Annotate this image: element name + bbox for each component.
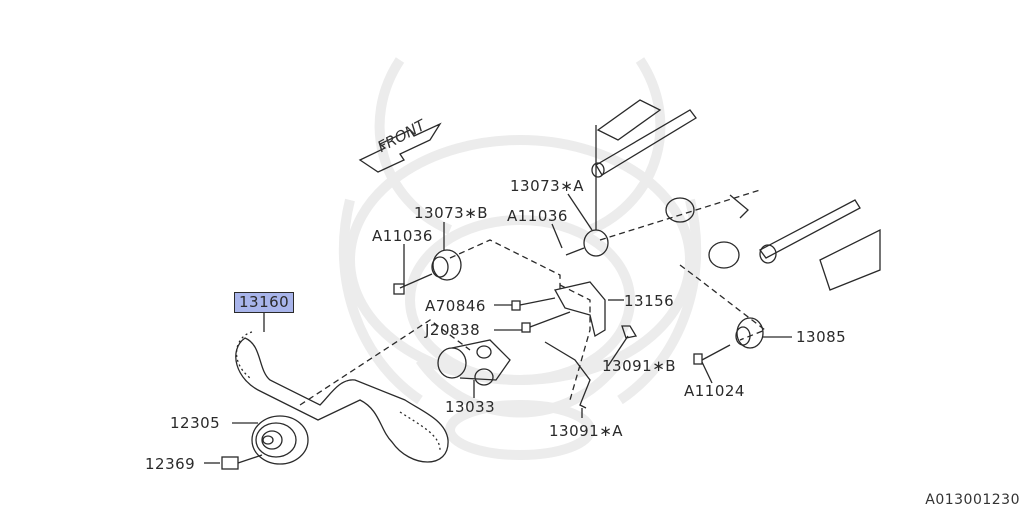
idler-pulley-13085 bbox=[693, 317, 764, 365]
part-label-13085[interactable]: 13085 bbox=[796, 328, 847, 346]
crank-bolt bbox=[221, 454, 263, 470]
part-label-13091-a[interactable]: 13091∗A bbox=[549, 422, 624, 440]
timing-belt bbox=[235, 331, 449, 463]
tensioner bbox=[437, 339, 511, 386]
tensioner-bracket bbox=[511, 281, 606, 338]
part-label-a70846[interactable]: A70846 bbox=[425, 297, 486, 315]
part-label-a11036-left[interactable]: A11036 bbox=[372, 227, 433, 245]
assembly-outlines bbox=[299, 189, 767, 406]
cam-sprockets bbox=[665, 194, 749, 269]
belt-cover-bracket-a bbox=[544, 341, 591, 409]
right-camshaft bbox=[759, 199, 881, 291]
part-label-a11024[interactable]: A11024 bbox=[684, 382, 745, 400]
leader-lines bbox=[204, 193, 792, 464]
belt-cover-clip-b bbox=[621, 325, 638, 339]
part-label-j20838[interactable]: J20838 bbox=[425, 321, 481, 339]
part-label-13156[interactable]: 13156 bbox=[624, 292, 675, 310]
part-label-13073-b[interactable]: 13073∗B bbox=[414, 204, 489, 222]
part-label-13091-b[interactable]: 13091∗B bbox=[602, 357, 677, 375]
front-arrow bbox=[358, 122, 442, 173]
part-label-a11036-right[interactable]: A11036 bbox=[507, 207, 568, 225]
part-label-13073-a[interactable]: 13073∗A bbox=[510, 177, 585, 195]
part-label-13160[interactable]: 13160 bbox=[234, 292, 295, 313]
part-label-12305[interactable]: 12305 bbox=[170, 414, 221, 432]
idler-pulley-b bbox=[393, 249, 462, 295]
part-label-12369[interactable]: 12369 bbox=[145, 455, 196, 473]
left-camshaft bbox=[591, 99, 697, 230]
idler-pulley-a bbox=[565, 229, 609, 257]
watermark-emblem bbox=[338, 57, 702, 460]
diagram-code: A013001230 bbox=[925, 492, 1020, 508]
part-label-13033[interactable]: 13033 bbox=[445, 398, 496, 416]
crank-sprocket bbox=[251, 415, 309, 465]
